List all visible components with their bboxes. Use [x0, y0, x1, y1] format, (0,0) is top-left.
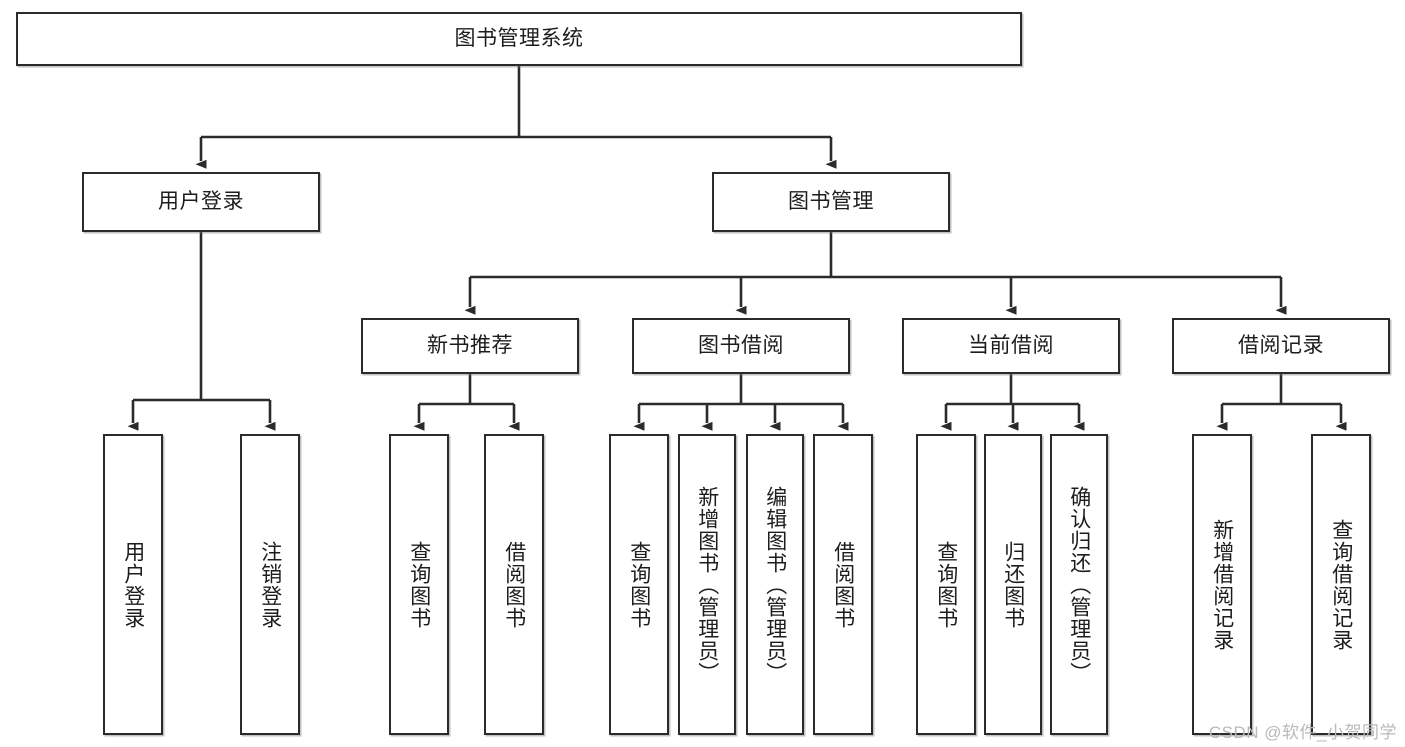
- csdn-watermark: CSDN @软件_小贺同学: [1208, 723, 1397, 742]
- leaf-node-borrow-book[interactable]: 借阅图书: [813, 434, 873, 735]
- leaf-node-query-book-borrow[interactable]: 查询图书: [609, 434, 669, 735]
- node-book-management-system[interactable]: 图书管理系统: [16, 12, 1022, 66]
- leaf-node-add-borrow-record[interactable]: 新增借阅记录: [1192, 434, 1252, 735]
- leaf-label: 借阅图书: [831, 540, 855, 629]
- leaf-node-add-book-admin[interactable]: 新增图书（管理员）: [678, 434, 736, 735]
- leaf-label: 新增图书（管理员）: [695, 485, 719, 684]
- node-book-management[interactable]: 图书管理: [712, 172, 950, 232]
- leaf-node-query-book-current[interactable]: 查询图书: [916, 434, 976, 735]
- leaf-node-user-login[interactable]: 用户登录: [103, 434, 163, 735]
- leaf-node-query-borrow-record[interactable]: 查询借阅记录: [1311, 434, 1371, 735]
- leaf-label: 查询图书: [627, 540, 651, 629]
- leaf-label: 查询图书: [407, 540, 431, 629]
- node-label: 借阅记录: [1238, 333, 1324, 357]
- leaf-node-query-book-rec[interactable]: 查询图书: [389, 434, 449, 735]
- leaf-label: 确认归还（管理员）: [1067, 485, 1091, 684]
- node-book-borrow[interactable]: 图书借阅: [632, 318, 850, 374]
- node-label: 图书借阅: [698, 333, 784, 357]
- node-label: 图书管理: [788, 189, 874, 213]
- node-user-login[interactable]: 用户登录: [82, 172, 320, 232]
- leaf-label: 注销登录: [258, 540, 282, 629]
- node-label: 当前借阅: [968, 333, 1054, 357]
- leaf-label: 新增借阅记录: [1210, 518, 1234, 651]
- node-borrow-record[interactable]: 借阅记录: [1172, 318, 1390, 374]
- leaf-label: 查询图书: [934, 540, 958, 629]
- node-current-borrow[interactable]: 当前借阅: [902, 318, 1120, 374]
- node-label: 用户登录: [158, 189, 244, 213]
- leaf-node-user-logout[interactable]: 注销登录: [240, 434, 300, 735]
- leaf-label: 编辑图书（管理员）: [763, 485, 787, 684]
- node-label: 图书管理系统: [454, 26, 584, 50]
- leaf-node-borrow-book-rec[interactable]: 借阅图书: [484, 434, 544, 735]
- leaf-label: 借阅图书: [502, 540, 526, 629]
- leaf-label: 查询借阅记录: [1329, 518, 1353, 651]
- leaf-node-return-book[interactable]: 归还图书: [984, 434, 1042, 735]
- leaf-label: 用户登录: [121, 540, 145, 629]
- leaf-node-confirm-return-admin[interactable]: 确认归还（管理员）: [1050, 434, 1108, 735]
- node-label: 新书推荐: [427, 333, 513, 357]
- leaf-node-edit-book-admin[interactable]: 编辑图书（管理员）: [746, 434, 804, 735]
- leaf-label: 归还图书: [1001, 540, 1025, 629]
- node-new-book-recommend[interactable]: 新书推荐: [361, 318, 579, 374]
